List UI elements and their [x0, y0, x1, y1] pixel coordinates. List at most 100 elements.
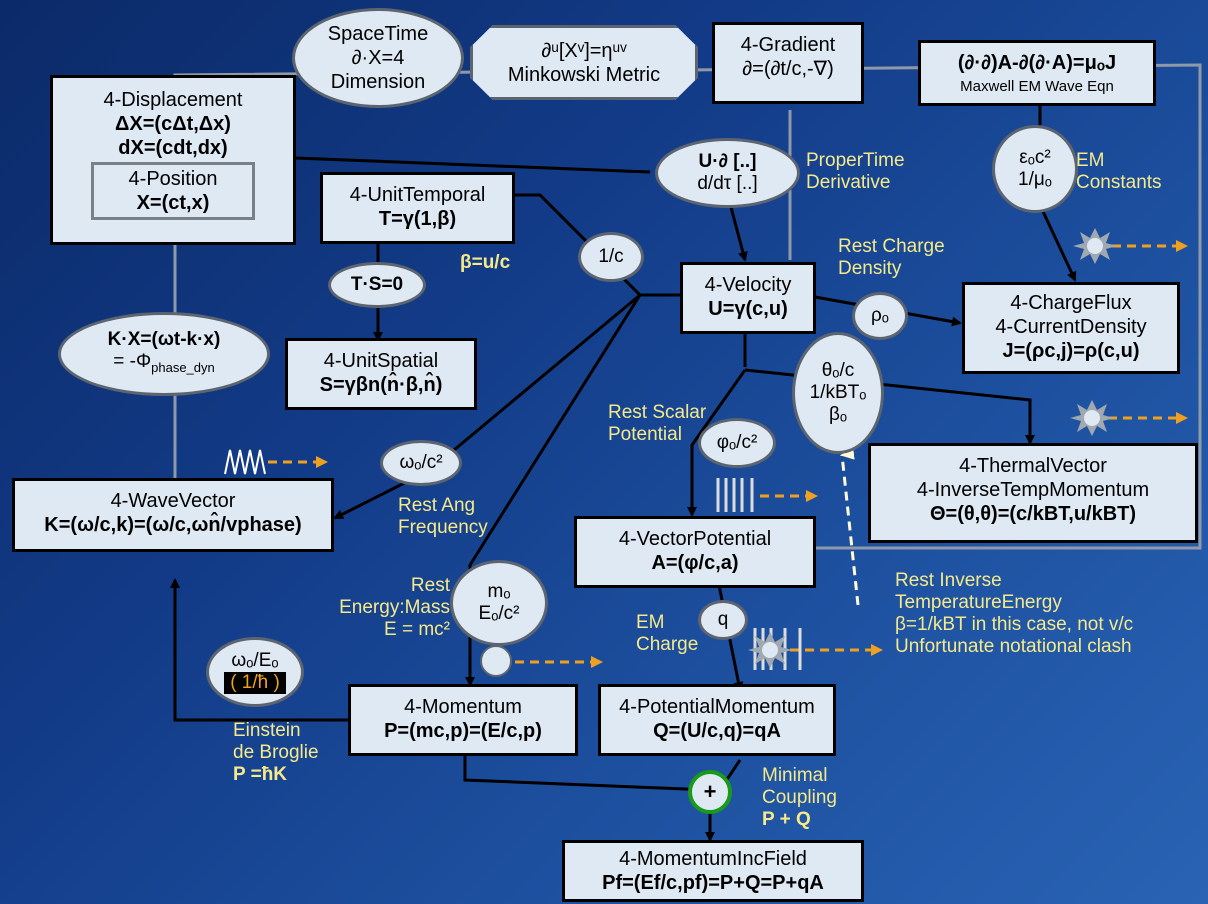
angfreq-ell-text: ωₒ/c²: [399, 452, 443, 473]
displacement-formula-2: dX=(cdt,dx): [118, 137, 228, 159]
wave-icon: [224, 449, 266, 475]
maxwell-subtitle: Maxwell EM Wave Eqn: [960, 78, 1114, 95]
gradient-title: 4-Gradient: [740, 34, 836, 56]
em-constants-label: EM Constants: [1076, 150, 1162, 194]
velocity-box: 4-Velocity U=γ(c,u): [680, 262, 816, 334]
particle-icon: [480, 645, 512, 677]
propertime-line2: d/dτ [..]: [697, 173, 758, 194]
velocity-title: 4-Velocity: [704, 274, 792, 296]
coupling-label-1: Minimal: [762, 765, 828, 786]
potmomentum-title: 4-PotentialMomentum: [619, 696, 815, 718]
em-charge-label: EM Charge: [636, 612, 698, 656]
emcharge-label-1: EM: [636, 612, 665, 633]
ts-text: T·S=0: [350, 274, 404, 295]
chargeflux-formula: J=(ρc,j)=ρ(c,u): [1002, 340, 1140, 362]
chargeflux-title-1: 4-ChargeFlux: [1010, 292, 1132, 314]
vectorpotential-title: 4-VectorPotential: [618, 528, 772, 550]
emconst-label-1: EM: [1076, 150, 1105, 171]
restmass-label-3: E = mc²: [384, 619, 450, 640]
unittemporal-title: 4-UnitTemporal: [349, 184, 486, 206]
restcharge-label-1: Rest Charge: [838, 236, 945, 257]
displacement-title: 4-Displacement: [103, 89, 243, 111]
propertime-label-1: ProperTime: [806, 150, 905, 171]
minkowski-metric-node: ∂ᵘ[Xᵛ]=ηᵘᵛ Minkowski Metric: [470, 25, 698, 100]
inversetemp-label-4: Unfortunate notational clash: [895, 636, 1132, 657]
phase-line2: = -Φphase_dyn: [113, 351, 215, 379]
emcharge-q: q: [717, 609, 729, 630]
propertime-line1: U·∂ [..]: [698, 151, 757, 172]
emcharge-label-2: Charge: [636, 634, 699, 655]
emconst-line2: 1/μₒ: [1018, 169, 1052, 190]
thermal-title-2: 4-InverseTempMomentum: [916, 479, 1150, 501]
maxwell-formula: (∂·∂)A-∂(∂·A)=μₒJ: [957, 52, 1117, 74]
angfreq-label-1: Rest Ang: [398, 495, 476, 516]
hbar-label-3: P =ħK: [233, 764, 288, 785]
restmass-line1: mₒ: [487, 581, 511, 602]
rho-text: ρₒ: [871, 305, 889, 326]
phase-line1: K·X=(ωt-k·x): [107, 329, 221, 351]
thermal-formula: Θ=(θ,θ)=(c/kBT,u/kBT): [929, 503, 1137, 525]
maxwell-box: (∂·∂)A-∂(∂·A)=μₒJ Maxwell EM Wave Eqn: [918, 40, 1156, 106]
chargeflux-title-2: 4-CurrentDensity: [995, 316, 1147, 338]
restmass-label-1: Rest: [410, 575, 450, 596]
propertime-label: ProperTime Derivative: [806, 150, 905, 194]
coupling-label-2: Coupling: [762, 787, 837, 808]
thermal-title-1: 4-ThermalVector: [959, 455, 1107, 477]
inverse-temp-label: Rest Inverse TemperatureEnergy β=1/kBT i…: [895, 570, 1133, 658]
restmass-line2: Eₒ/c²: [478, 603, 520, 624]
position-formula: X=(ct,x): [136, 192, 210, 214]
spacetime-line1: SpaceTime: [327, 23, 429, 45]
inversetemp-label-2: TemperatureEnergy: [895, 592, 1062, 613]
phase-ellipse: K·X=(ωt-k·x) = -Φphase_dyn: [58, 312, 270, 396]
ts-orthogonal-ellipse: T·S=0: [328, 262, 426, 308]
wavevector-formula: K=(ω/c,k)=(ω/c,ωn̂/vphase): [44, 514, 302, 536]
coupling-plus-node: +: [688, 770, 732, 814]
angfreq-label-2: Frequency: [398, 517, 488, 538]
thermalconst-line2: 1/kBTₒ: [809, 382, 867, 403]
phase-line2-main: = -Φ: [113, 351, 152, 373]
ang-frequency-ellipse: ωₒ/c²: [380, 440, 462, 486]
emconst-line1: εₒc²: [1019, 147, 1051, 168]
thermalvector-box: 4-ThermalVector 4-InverseTempMomentum Θ=…: [868, 443, 1198, 543]
momincfield-title: 4-MomentumIncField: [619, 848, 807, 870]
displacement-formula-1: ΔX=(cΔt,Δx): [115, 113, 231, 135]
hbar-label-2: de Broglie: [233, 742, 319, 763]
einstein-debroglie-label: Einstein de Broglie P =ħK: [233, 720, 319, 786]
propertime-derivative-ellipse: U·∂ [..] d/dτ [..]: [655, 138, 800, 208]
em-constants-ellipse: εₒc² 1/μₒ: [992, 125, 1078, 213]
unitspatial-formula: S=γβn(n̂·β,n̂): [319, 374, 443, 396]
potentialmomentum-box: 4-PotentialMomentum Q=(U/c,q)=qA: [598, 684, 836, 756]
inversetemp-label-1: Rest Inverse: [895, 570, 1002, 591]
unittemporal-box: 4-UnitTemporal T=γ(1,β): [320, 172, 515, 244]
potmomentum-formula: Q=(U/c,q)=qA: [653, 720, 781, 742]
momentum-box: 4-Momentum P=(mc,p)=(E/c,p): [348, 684, 578, 756]
rest-scalar-label: Rest Scalar Potential: [608, 402, 706, 446]
phase-sub: phase_dyn: [151, 359, 215, 375]
thermal-constants-ellipse: θₒ/c 1/kBTₒ βₒ: [792, 332, 884, 454]
ang-frequency-label: Rest Ang Frequency: [398, 495, 488, 539]
starburst-icon: [748, 228, 1117, 668]
restscalar-ell-text: φₒ/c²: [716, 432, 758, 453]
restscalar-label-2: Potential: [608, 424, 682, 445]
propertime-label-2: Derivative: [806, 172, 891, 193]
displacement-box: 4-Displacement ΔX=(cΔt,Δx) dX=(cdt,dx) 4…: [50, 75, 296, 245]
unitspatial-box: 4-UnitSpatial S=γβn(n̂·β,n̂): [285, 338, 477, 410]
restscalar-label-1: Rest Scalar: [608, 402, 707, 423]
em-charge-ellipse: q: [698, 600, 748, 640]
unittemporal-formula: T=γ(1,β): [378, 208, 457, 230]
wavevector-box: 4-WaveVector K=(ω/c,k)=(ω/c,ωn̂/vphase): [12, 478, 334, 552]
hbar-ellipse: ωₒ/Eₒ ( 1/ħ ): [206, 637, 304, 707]
rest-mass-ellipse: mₒ Eₒ/c²: [450, 560, 548, 646]
rest-scalar-ellipse: φₒ/c²: [698, 418, 776, 468]
thermalconst-line1: θₒ/c: [821, 360, 855, 381]
restmass-label-2: Energy:Mass: [339, 597, 450, 618]
restcharge-label-2: Density: [838, 258, 902, 279]
hbar-line1: ωₒ/Eₒ: [231, 650, 279, 671]
gradient-formula: ∂=(∂t/c,-∇): [742, 58, 834, 80]
minkowski-line1: ∂ᵘ[Xᵛ]=ηᵘᵛ: [541, 39, 627, 62]
one-over-c-ellipse: 1/c: [578, 232, 644, 282]
hbar-label-1: Einstein: [233, 720, 301, 741]
hbar-line2: ( 1/ħ ): [224, 672, 286, 694]
chargeflux-box: 4-ChargeFlux 4-CurrentDensity J=(ρc,j)=ρ…: [962, 282, 1180, 374]
